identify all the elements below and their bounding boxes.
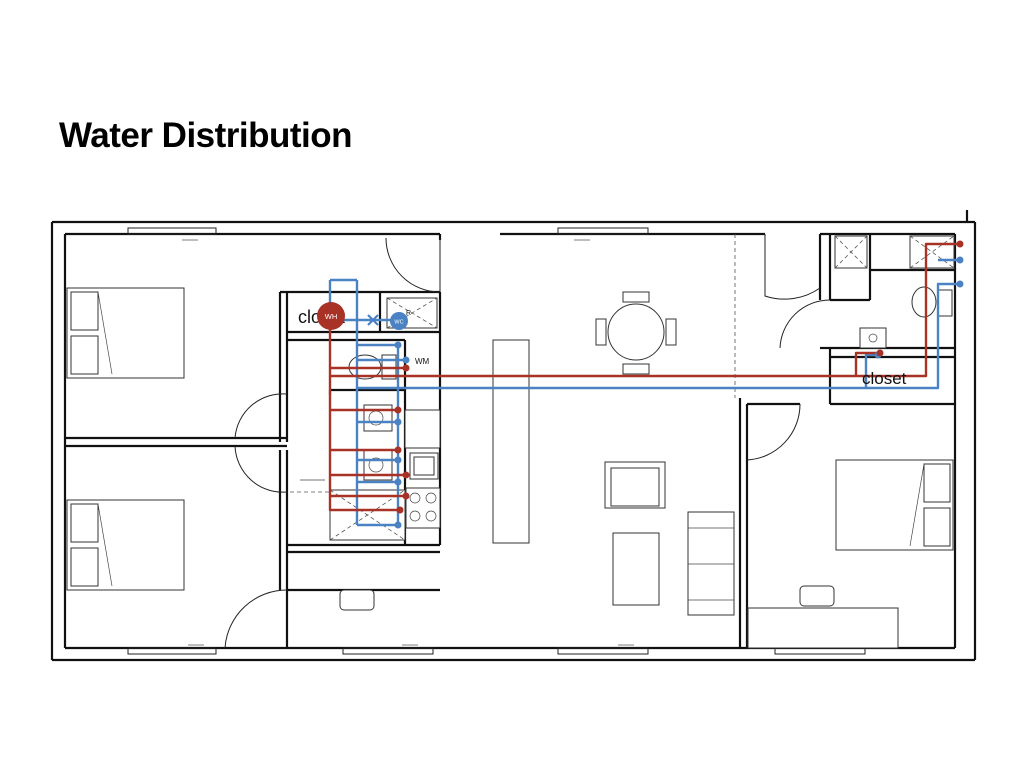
doors bbox=[224, 234, 831, 649]
shutoff-valve-icon bbox=[367, 314, 379, 326]
hot-main-line bbox=[328, 242, 960, 378]
water-main-label: WC bbox=[394, 320, 403, 326]
page-title: Water Distribution bbox=[59, 116, 353, 155]
water-heater-icon: WH bbox=[317, 302, 345, 330]
water-main-icon: WC bbox=[390, 312, 408, 330]
water-heater-label: WH bbox=[325, 312, 338, 321]
cold-main-line bbox=[355, 280, 960, 390]
closet-label-right: closet bbox=[862, 369, 907, 388]
furniture bbox=[66, 235, 955, 649]
hot-water-nodes bbox=[394, 240, 964, 514]
washing-machine-label: WM bbox=[415, 357, 430, 366]
hot-water-lines bbox=[328, 242, 960, 512]
fridge-label: R bbox=[406, 310, 411, 317]
walls bbox=[50, 210, 977, 662]
